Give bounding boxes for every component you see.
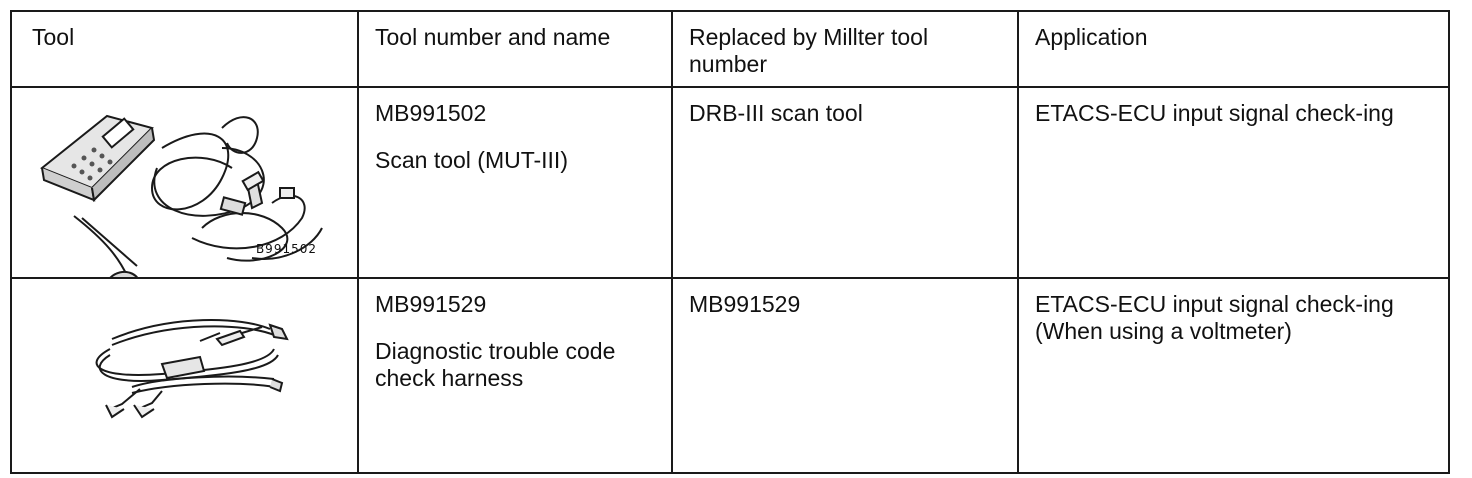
tool-image-cell: B991502 bbox=[10, 86, 359, 279]
header-tool: Tool bbox=[10, 10, 359, 88]
tool-number: MB991502 bbox=[375, 100, 487, 126]
tool-number: MB991529 bbox=[375, 291, 487, 317]
table-row: B991502 MB991502 Scan tool (MUT-III) DRB… bbox=[10, 86, 1450, 279]
tool-image-cell bbox=[10, 277, 359, 474]
table-header-row: Tool Tool number and name Replaced by Mi… bbox=[10, 10, 1450, 88]
tool-number-and-name-cell: MB991529 Diagnostic trouble code check h… bbox=[357, 277, 673, 474]
tool-number-and-name-cell: MB991502 Scan tool (MUT-III) bbox=[357, 86, 673, 279]
replaced-by-cell: DRB-III scan tool bbox=[671, 86, 1019, 279]
harness-illustration-icon bbox=[95, 319, 289, 419]
header-replaced-by: Replaced by Millter tool number bbox=[671, 10, 1019, 88]
application-cell: ETACS-ECU input signal check-ing (When u… bbox=[1017, 277, 1450, 474]
scan-tool-illustration-icon bbox=[40, 114, 323, 276]
tool-image-label: B991502 bbox=[255, 242, 317, 256]
header-application: Application bbox=[1017, 10, 1450, 88]
tool-name: Diagnostic trouble code check harness bbox=[375, 338, 616, 391]
application-cell: ETACS-ECU input signal check-ing bbox=[1017, 86, 1450, 279]
table-row: MB991529 Diagnostic trouble code check h… bbox=[10, 277, 1450, 474]
tool-name: Scan tool (MUT-III) bbox=[375, 147, 568, 173]
replaced-by-cell: MB991529 bbox=[671, 277, 1019, 474]
header-tool-number-and-name: Tool number and name bbox=[357, 10, 673, 88]
special-tools-table: Tool Tool number and name Replaced by Mi… bbox=[10, 10, 1450, 474]
